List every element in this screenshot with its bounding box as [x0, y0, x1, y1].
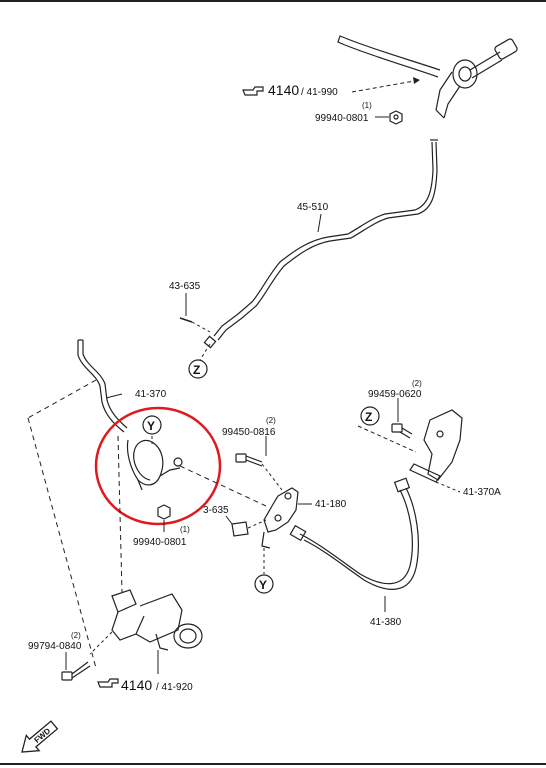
part-41-370: 41-370 — [135, 389, 167, 400]
leader-43-635-mid — [225, 515, 233, 525]
part-99940-0801-top: 99940-0801 — [315, 113, 369, 124]
bracket-41-370A — [409, 409, 463, 483]
qty-99450: (2) — [266, 416, 276, 425]
clip-43-635-mid — [231, 521, 249, 537]
clutch-hose — [289, 477, 419, 590]
ref-41-990: / 41-990 — [301, 87, 338, 98]
dash-41-370A — [435, 481, 461, 493]
callout-z-left-text: Z — [193, 363, 200, 377]
qty-99794: (2) — [71, 631, 81, 640]
qty-99459: (2) — [412, 379, 422, 388]
slave-cylinder — [111, 589, 203, 651]
leader-4140-top — [351, 79, 421, 93]
nut-bottom — [157, 504, 171, 520]
dash-bracket-left — [27, 379, 97, 419]
clutch-pipe — [203, 139, 438, 349]
dash-slave-bolt — [89, 631, 113, 655]
part-43-635-top: 43-635 — [169, 281, 201, 292]
leader-45-510 — [317, 213, 322, 233]
bracket-41-180 — [261, 487, 299, 549]
dash-pipe-down — [117, 435, 123, 593]
ref-4140-bottom: 4140 — [121, 677, 152, 693]
callout-z-right — [360, 406, 380, 426]
qty-top: (1) — [362, 101, 372, 110]
leader-41-370 — [105, 393, 123, 399]
bolt-99450 — [235, 453, 263, 467]
part-99940-0801-bottom: 99940-0801 — [133, 537, 187, 548]
dash-damper-bracket — [179, 465, 267, 507]
callout-y-bottom-text: Y — [259, 578, 267, 592]
part-43-635-mid: 3-635 — [203, 505, 229, 516]
clip-43-635-top — [179, 317, 193, 323]
clutch-master-hose — [337, 35, 518, 79]
callout-y-bottom — [254, 574, 274, 594]
part-41-180: 41-180 — [315, 499, 347, 510]
part-99794-0840: 99794-0840 — [28, 641, 82, 652]
ref-41-920: / 41-920 — [156, 682, 193, 693]
callout-y-top — [142, 415, 162, 435]
dash-left-vertical — [27, 417, 97, 669]
leader-arrow-top — [413, 77, 420, 84]
bolt-99794 — [61, 661, 91, 681]
callout-z-right-text: Z — [365, 410, 372, 424]
dash-bolt-99450 — [261, 463, 283, 491]
pointing-hand-icon-bottom — [97, 678, 119, 688]
part-45-510: 45-510 — [297, 202, 329, 213]
part-99459-0620: 99459-0620 — [368, 389, 422, 400]
dash-z-right — [357, 425, 417, 453]
damper-coil — [126, 439, 183, 491]
bolt-99459 — [391, 423, 413, 439]
dash-z-left — [199, 343, 211, 361]
master-cylinder-body — [435, 59, 478, 119]
callout-z-left — [188, 359, 208, 379]
pointing-hand-icon — [242, 86, 264, 96]
dash-clip-mid — [247, 519, 267, 529]
part-41-370A: 41-370A — [463, 487, 501, 498]
nut-top — [389, 110, 403, 125]
part-99450-0816: 99450-0816 — [222, 427, 276, 438]
callout-y-top-text: Y — [147, 419, 155, 433]
ref-4140-top: 4140 — [268, 82, 299, 98]
highlight-circle — [94, 406, 222, 526]
dash-clip-top — [191, 321, 211, 333]
qty-bottom: (1) — [180, 525, 190, 534]
part-41-380: 41-380 — [370, 617, 402, 628]
fwd-arrow-icon: FWD — [21, 720, 59, 753]
